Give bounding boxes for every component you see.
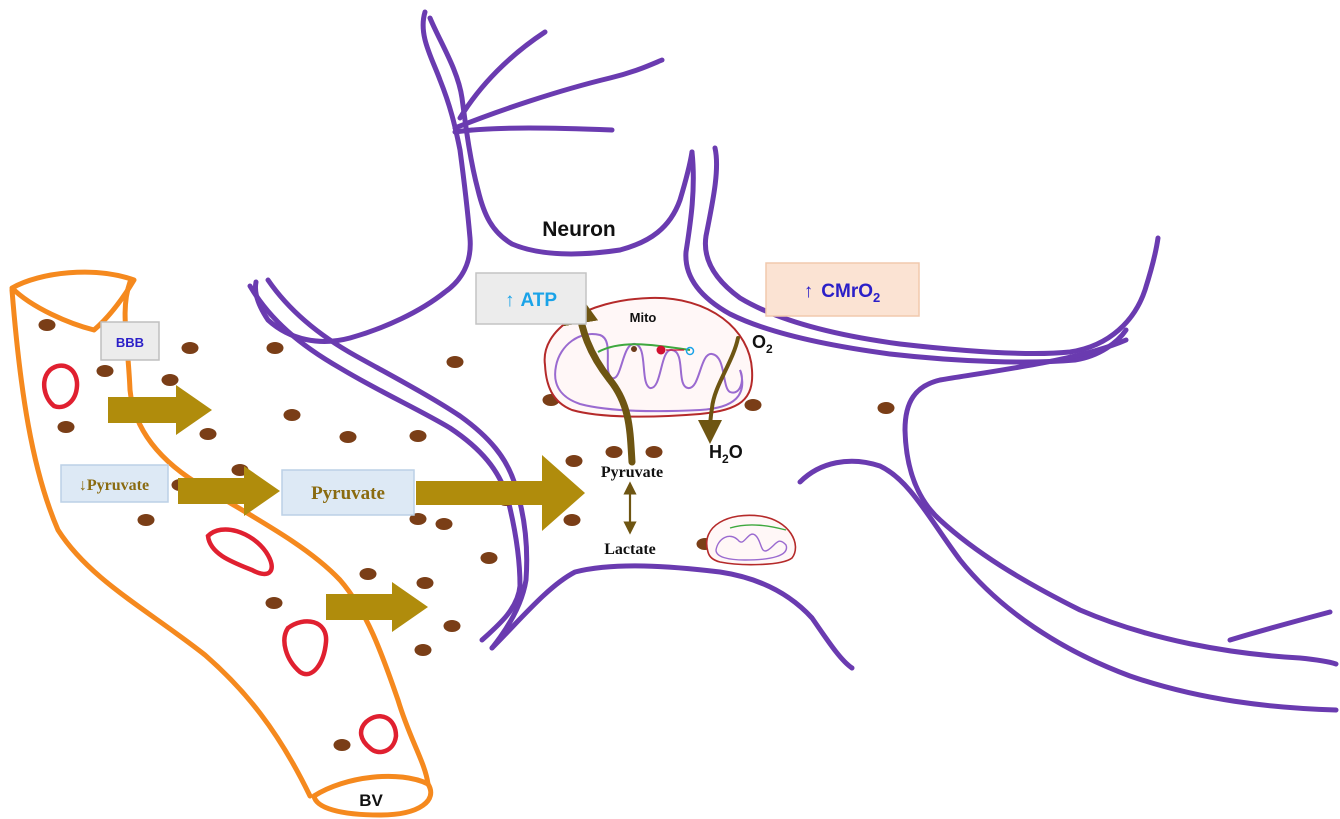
- soma-bottom: [492, 566, 852, 668]
- mitochondrion-small: [707, 515, 796, 564]
- pyruvate-particle: [266, 597, 283, 609]
- pyruvate-particle: [410, 430, 427, 442]
- cmro2-label-box: ↑ CMrO2: [766, 263, 919, 316]
- pyruvate-particle: [138, 514, 155, 526]
- pyruvate-particle: [606, 446, 623, 458]
- cmro2-subscript: 2: [873, 290, 880, 305]
- dendrite-top-branch-2: [455, 128, 612, 132]
- transport-arrow: [326, 582, 428, 632]
- dendrite-top-branch-1: [455, 60, 662, 128]
- atp-label-box: ↑ATP: [476, 273, 586, 324]
- pyruvate-particle: [564, 514, 581, 526]
- red-blood-cells: [44, 366, 396, 752]
- pyruvate-particle: [444, 620, 461, 632]
- pyruvate-particle: [284, 409, 301, 421]
- pyruvate-particle: [878, 402, 895, 414]
- pyruvate-particle: [481, 552, 498, 564]
- neuron-label: Neuron: [542, 218, 616, 241]
- mitochondrion-small-outer: [707, 515, 796, 564]
- pyruvate-particle: [436, 518, 453, 530]
- red-blood-cell: [44, 366, 77, 407]
- dendrite-top-branch-3: [460, 32, 545, 118]
- red-blood-cell: [208, 529, 272, 573]
- pyruvate-particle: [566, 455, 583, 467]
- transport-arrow: [108, 385, 212, 435]
- pyruvate-particle: [162, 374, 179, 386]
- pyruvate-particle: [646, 446, 663, 458]
- complex-protein: [657, 346, 666, 355]
- mito-label: Mito: [630, 310, 657, 325]
- pyruvate-low-label-box: ↓Pyruvate: [61, 465, 168, 502]
- pyruvate-box-label: Pyruvate: [311, 483, 385, 504]
- complex-protein: [631, 346, 637, 352]
- pyruvate-label: Pyruvate: [601, 464, 663, 481]
- h2o-o: O: [729, 442, 743, 462]
- pyruvate-low-label: ↓Pyruvate: [79, 477, 149, 494]
- bbb-label: BBB: [116, 335, 144, 350]
- cmro2-text: CMrO: [821, 281, 873, 302]
- atp-text: ATP: [520, 290, 557, 311]
- o2-subscript: 2: [766, 342, 773, 356]
- dendrite-right-lower: [905, 340, 1336, 664]
- soma-left-outer: [250, 286, 520, 640]
- pyruvate-particle: [417, 577, 434, 589]
- pyruvate-particle: [360, 568, 377, 580]
- o2-text: O: [752, 332, 766, 352]
- up-arrow-icon: ↑: [804, 281, 814, 302]
- blood-vessel: [12, 272, 431, 815]
- bbb-label-box: BBB: [101, 322, 159, 360]
- h2o-h: H: [709, 442, 722, 462]
- transport-arrow: [178, 466, 280, 516]
- pyruvate-particle: [745, 399, 762, 411]
- dendrite-right-lower-branch: [1230, 612, 1330, 640]
- dendrite-right-upper: [705, 148, 1158, 354]
- pyruvate-particle: [447, 356, 464, 368]
- bv-label: BV: [359, 791, 383, 810]
- dendrite-right-lower-inner: [800, 461, 1336, 710]
- vessel-right-wall: [125, 282, 428, 784]
- pyruvate-particle: [415, 644, 432, 656]
- atp-label: ↑ATP: [505, 290, 557, 311]
- dendrite-right-upper-inner: [686, 152, 1126, 362]
- lactate-label: Lactate: [604, 541, 656, 558]
- up-arrow-icon: ↑: [505, 290, 515, 311]
- h2o-label: H2O: [709, 442, 743, 466]
- pyruvate-particle: [267, 342, 284, 354]
- dendrite-top-left: [256, 12, 471, 341]
- pyruvate-particle: [340, 431, 357, 443]
- pyruvate-particle: [334, 739, 351, 751]
- red-blood-cell: [284, 621, 326, 674]
- pyruvate-particle: [58, 421, 75, 433]
- pyruvate-particle: [97, 365, 114, 377]
- pyruvate-particle: [182, 342, 199, 354]
- pyruvate-particle: [200, 428, 217, 440]
- o2-label: O2: [752, 332, 773, 356]
- red-blood-cell: [361, 716, 396, 752]
- pyruvate-label-box: Pyruvate: [282, 470, 414, 515]
- pyruvate-particle: [39, 319, 56, 331]
